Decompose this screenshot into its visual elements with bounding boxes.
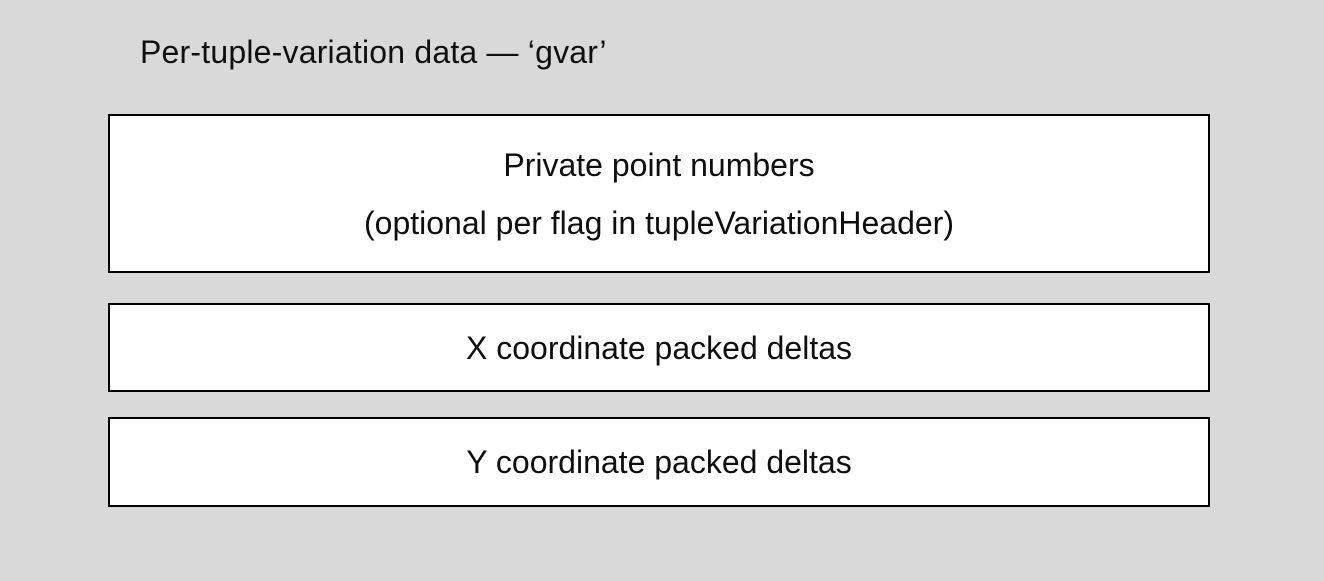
box-x-coordinate-packed-deltas: X coordinate packed deltas: [108, 303, 1210, 392]
box-ydeltas-line: Y coordinate packed deltas: [466, 444, 852, 480]
box-private-line-2: (optional per flag in tupleVariationHead…: [364, 204, 954, 241]
box-xdeltas-line: X coordinate packed deltas: [465, 329, 853, 366]
box-private-line-1: Private point numbers: [503, 146, 815, 183]
box-private-point-numbers: Private point numbers (optional per flag…: [108, 114, 1210, 273]
diagram-title: Per-tuple-variation data — ‘gvar’: [140, 34, 607, 70]
box-y-coordinate-packed-deltas: Y coordinate packed deltas: [108, 417, 1210, 507]
